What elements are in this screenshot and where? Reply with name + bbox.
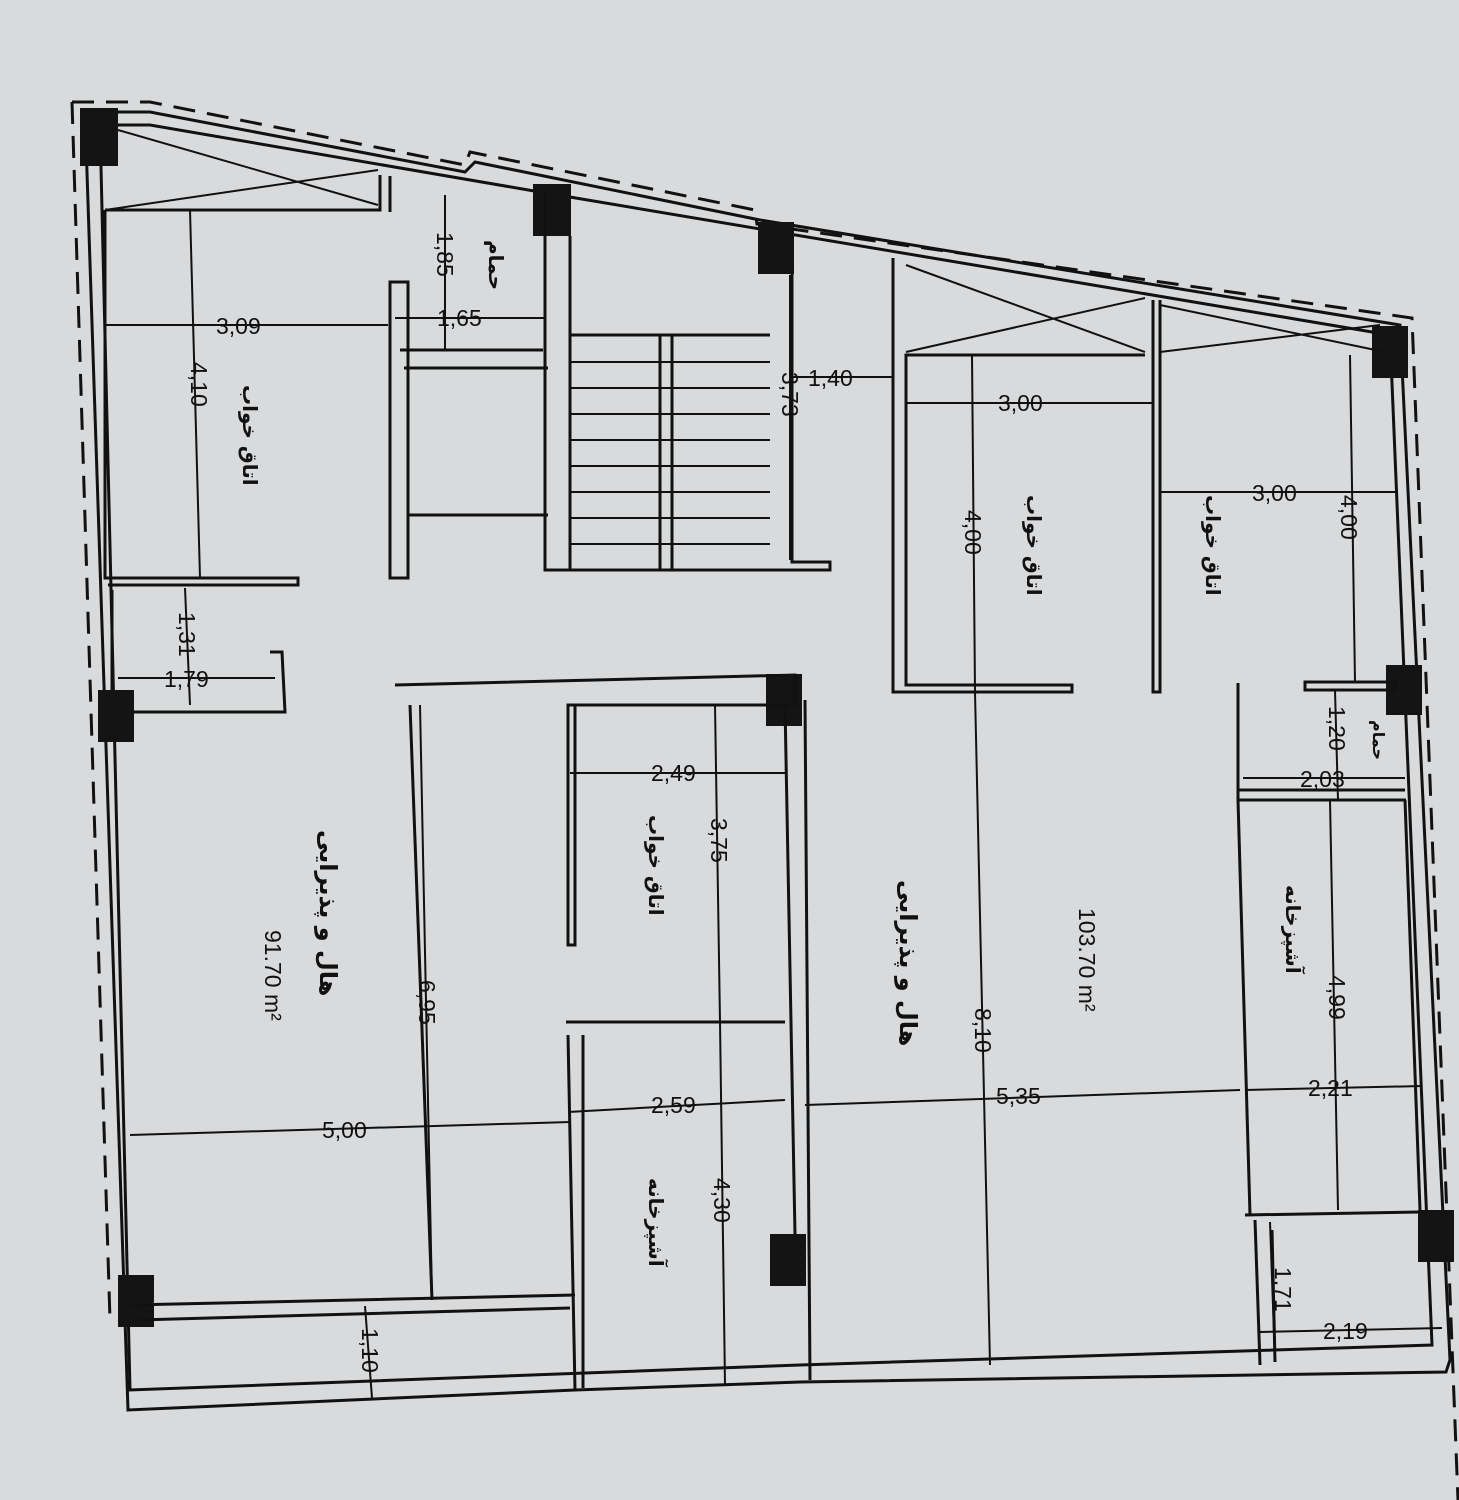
- room-label-right-bedroom-2: اتاق خواب: [1201, 495, 1225, 596]
- dim-label: 1,31: [174, 612, 200, 657]
- room-label-right-kitchen: آشپزخانه: [1281, 885, 1305, 974]
- room-label-right-hall: هال و پذیرایی: [894, 880, 922, 1047]
- dim-label: 8,10: [970, 1008, 996, 1053]
- inner-wall-line: [98, 123, 1434, 1392]
- dim-label: 4,00: [960, 510, 986, 555]
- room-label-right-bedroom-1: اتاق خواب: [1022, 495, 1046, 596]
- area-label-right: 103.70 m²: [1074, 908, 1100, 1012]
- dim-label: 4,30: [709, 1178, 735, 1223]
- column: [80, 108, 118, 166]
- dim-label: 1,65: [437, 305, 482, 331]
- dim-label: 2,59: [651, 1092, 696, 1118]
- dim-label: 2,49: [651, 760, 696, 786]
- room-label-left-bedroom-2: اتاق خواب: [644, 815, 668, 916]
- outer-wall: [83, 110, 1452, 1412]
- room-label-left-bedroom-1: اتاق خواب: [238, 385, 262, 486]
- room-label-left-hall: هال و پذیرایی: [314, 830, 342, 997]
- room-label-right-bathroom: حمام: [1369, 720, 1388, 760]
- dim-label: 3,00: [1252, 480, 1297, 506]
- dimension-lines: [105, 195, 1443, 1399]
- dim-label: 4,10: [186, 362, 212, 407]
- column: [98, 690, 134, 742]
- dim-label: 1,71: [1270, 1267, 1296, 1312]
- stair-treads: [570, 361, 770, 545]
- property-boundary: [70, 100, 1459, 1500]
- dim-label: 5,35: [996, 1083, 1041, 1109]
- dim-label: 4,00: [1336, 495, 1362, 540]
- area-label-left: 91.70 m²: [260, 930, 286, 1021]
- dim-label: 3,75: [706, 818, 732, 863]
- dim-label: 1,10: [357, 1328, 383, 1373]
- column: [533, 184, 571, 236]
- room-label-left-bathroom: حمام: [484, 240, 508, 290]
- dim-label: 5,00: [322, 1117, 367, 1143]
- dim-label: 1,40: [808, 365, 853, 391]
- dim-label: 3,09: [216, 313, 261, 339]
- dim-label: 2,21: [1308, 1075, 1353, 1101]
- dim-label: 1,85: [432, 232, 458, 277]
- dim-label: 2,19: [1323, 1318, 1368, 1344]
- column: [758, 222, 794, 274]
- dim-label: 6,95: [414, 980, 440, 1025]
- column: [770, 1234, 806, 1286]
- room-label-left-kitchen: آشپزخانه: [644, 1178, 668, 1267]
- column: [1418, 1210, 1454, 1262]
- dim-label: 3,73: [777, 372, 803, 417]
- dim-label: 1,79: [164, 666, 209, 692]
- dim-label: 3,00: [998, 390, 1043, 416]
- dim-label: 2,03: [1300, 766, 1345, 792]
- dim-label: 1,20: [1324, 706, 1350, 751]
- dim-label: 4,99: [1324, 975, 1350, 1020]
- column: [1372, 326, 1408, 378]
